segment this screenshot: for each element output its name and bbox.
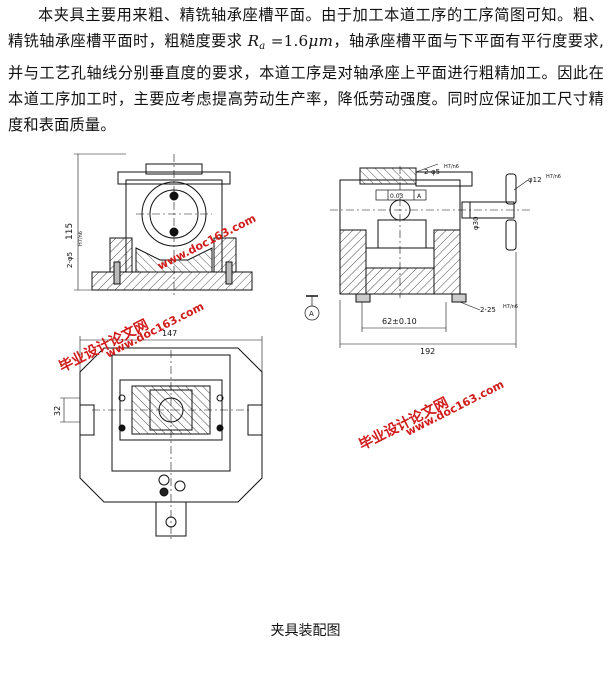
datum-a: A bbox=[309, 310, 314, 318]
perp-datum: A bbox=[417, 193, 422, 200]
paragraph-part2: ，轴承座槽平面与下平面有平行度要求,并与工艺孔轴线分别垂直度的要求，本道工序是对… bbox=[8, 32, 604, 134]
dim-115: 115 bbox=[65, 223, 75, 240]
dim-hole-left: 2-φ5 bbox=[66, 252, 74, 268]
dim-hole-top: 2-φ5 bbox=[424, 168, 440, 176]
fixture-assembly-drawing: 115 2-φ5 H7/n6 bbox=[0, 150, 611, 620]
dim-pin-tol: H7/n6 bbox=[546, 174, 561, 180]
paragraph-part1: 本夹具主要用来粗、精铣轴承座槽平面。由于加工本道工序的工序简图可知。粗、精铣轴承… bbox=[8, 6, 604, 50]
dim-hole-30: φ30 bbox=[472, 216, 480, 230]
drawing-svg: 115 2-φ5 H7/n6 bbox=[53, 153, 561, 542]
dim-192: 192 bbox=[420, 347, 435, 356]
roughness-unit: μm bbox=[308, 32, 334, 50]
roughness-symbol: R bbox=[247, 32, 260, 50]
dim-pin: φ12 bbox=[528, 176, 542, 184]
dim-hole-top-tol: H7/n6 bbox=[444, 164, 459, 170]
top-view bbox=[60, 336, 263, 542]
front-view bbox=[74, 153, 253, 296]
dim-32: 32 bbox=[53, 406, 62, 416]
side-view bbox=[304, 163, 530, 348]
dim-hole-left-tol: H7/n6 bbox=[78, 231, 84, 246]
dim-62: 62±0.10 bbox=[382, 317, 417, 326]
perp-tolerance: 0.03 bbox=[390, 193, 404, 200]
dim-147: 147 bbox=[162, 329, 177, 338]
dim-hole-bottom: 2-25 bbox=[480, 306, 496, 314]
roughness-subscript: a bbox=[259, 41, 266, 52]
roughness-value: =1.6 bbox=[270, 32, 309, 50]
dim-hole-bottom-tol: H7/n6 bbox=[503, 304, 518, 310]
figure-caption: 夹具装配图 bbox=[270, 623, 341, 639]
intro-paragraph: 本夹具主要用来粗、精铣轴承座槽平面。由于加工本道工序的工序简图可知。粗、精铣轴承… bbox=[8, 2, 604, 138]
